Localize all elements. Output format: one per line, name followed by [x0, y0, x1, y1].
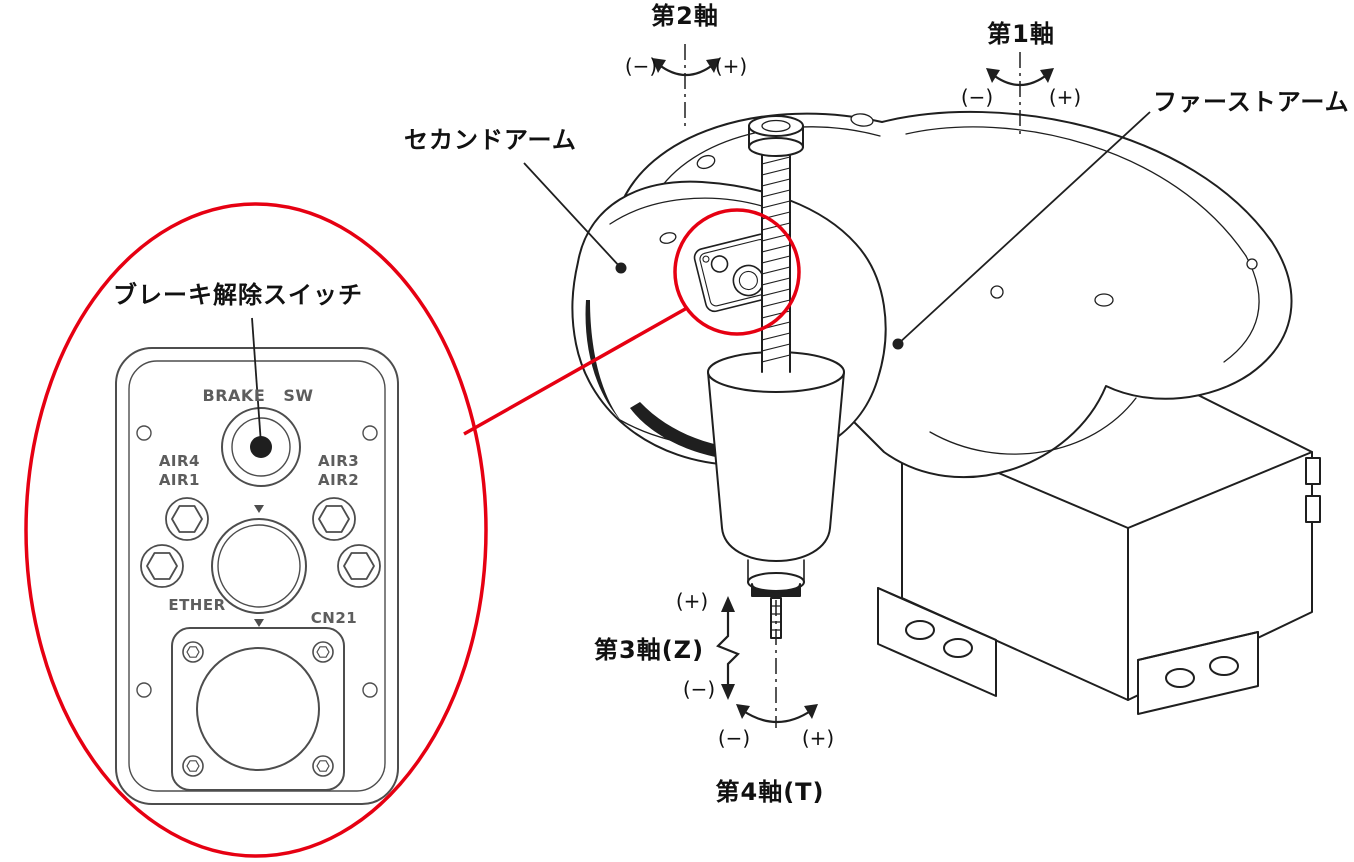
- first-arm-leader: [897, 111, 1151, 345]
- air-left-labels: AIR4 AIR1: [148, 452, 200, 490]
- axis4-label: 第4軸(T): [715, 778, 825, 806]
- axis4-plus-sign: (+): [801, 726, 835, 750]
- air2-text: AIR2: [318, 471, 360, 489]
- axis2-plus-sign: (+): [714, 54, 748, 78]
- brake-sw-text: BRAKE SW: [202, 386, 314, 405]
- air-fittings: [140, 497, 381, 588]
- cn21-connector: [171, 627, 345, 791]
- brake-switch-leader: [251, 317, 262, 445]
- second-arm-leader: [523, 162, 622, 269]
- second-arm-label: セカンドアーム: [404, 126, 577, 154]
- arm-panel-detail: [693, 233, 783, 313]
- first-arm-label: ファーストアーム: [1153, 88, 1350, 116]
- axis3-label: 第3軸(Z): [594, 636, 705, 664]
- brake-switch-dot: [250, 436, 272, 458]
- axis1-rotation-arrow: [991, 73, 1049, 86]
- ether-text: ETHER: [168, 596, 226, 614]
- axis2-label: 第2軸: [651, 2, 719, 30]
- axis3-direction-arrow: [716, 606, 740, 690]
- red-callout: [24, 202, 801, 858]
- axis2-minus-sign: (−): [624, 54, 658, 78]
- cn21-text: CN21: [310, 609, 358, 627]
- air4-text: AIR4: [158, 452, 200, 470]
- rotation-arrows: [657, 63, 1049, 723]
- axis3-plus-sign: (+): [675, 589, 709, 613]
- axis4-minus-sign: (−): [717, 726, 751, 750]
- axis3-minus-sign: (−): [682, 677, 716, 701]
- first-arm-leader-dot: [892, 338, 904, 350]
- air-right-labels: AIR3 AIR2: [318, 452, 370, 490]
- brake-release-switch-label: ブレーキ解除スイッチ: [113, 281, 363, 309]
- rotation-arrowheads: [652, 58, 1054, 719]
- ball-screw-shaft: [748, 115, 804, 374]
- axis4-rotation-arrow: [741, 709, 813, 723]
- detail-ellipse: [24, 202, 488, 858]
- callout-connector-line: [463, 306, 688, 436]
- second-arm-leader-dot: [615, 262, 627, 274]
- axis1-label: 第1軸: [987, 20, 1055, 48]
- axis1-plus-sign: (+): [1048, 85, 1082, 109]
- axis1-minus-sign: (−): [960, 85, 994, 109]
- connector-panel-drawing: [115, 347, 399, 805]
- air3-text: AIR3: [318, 452, 360, 470]
- quill-spindle: [707, 351, 845, 639]
- axis2-rotation-arrow: [657, 63, 715, 76]
- air1-text: AIR1: [158, 471, 200, 489]
- detail-circle: [673, 208, 801, 336]
